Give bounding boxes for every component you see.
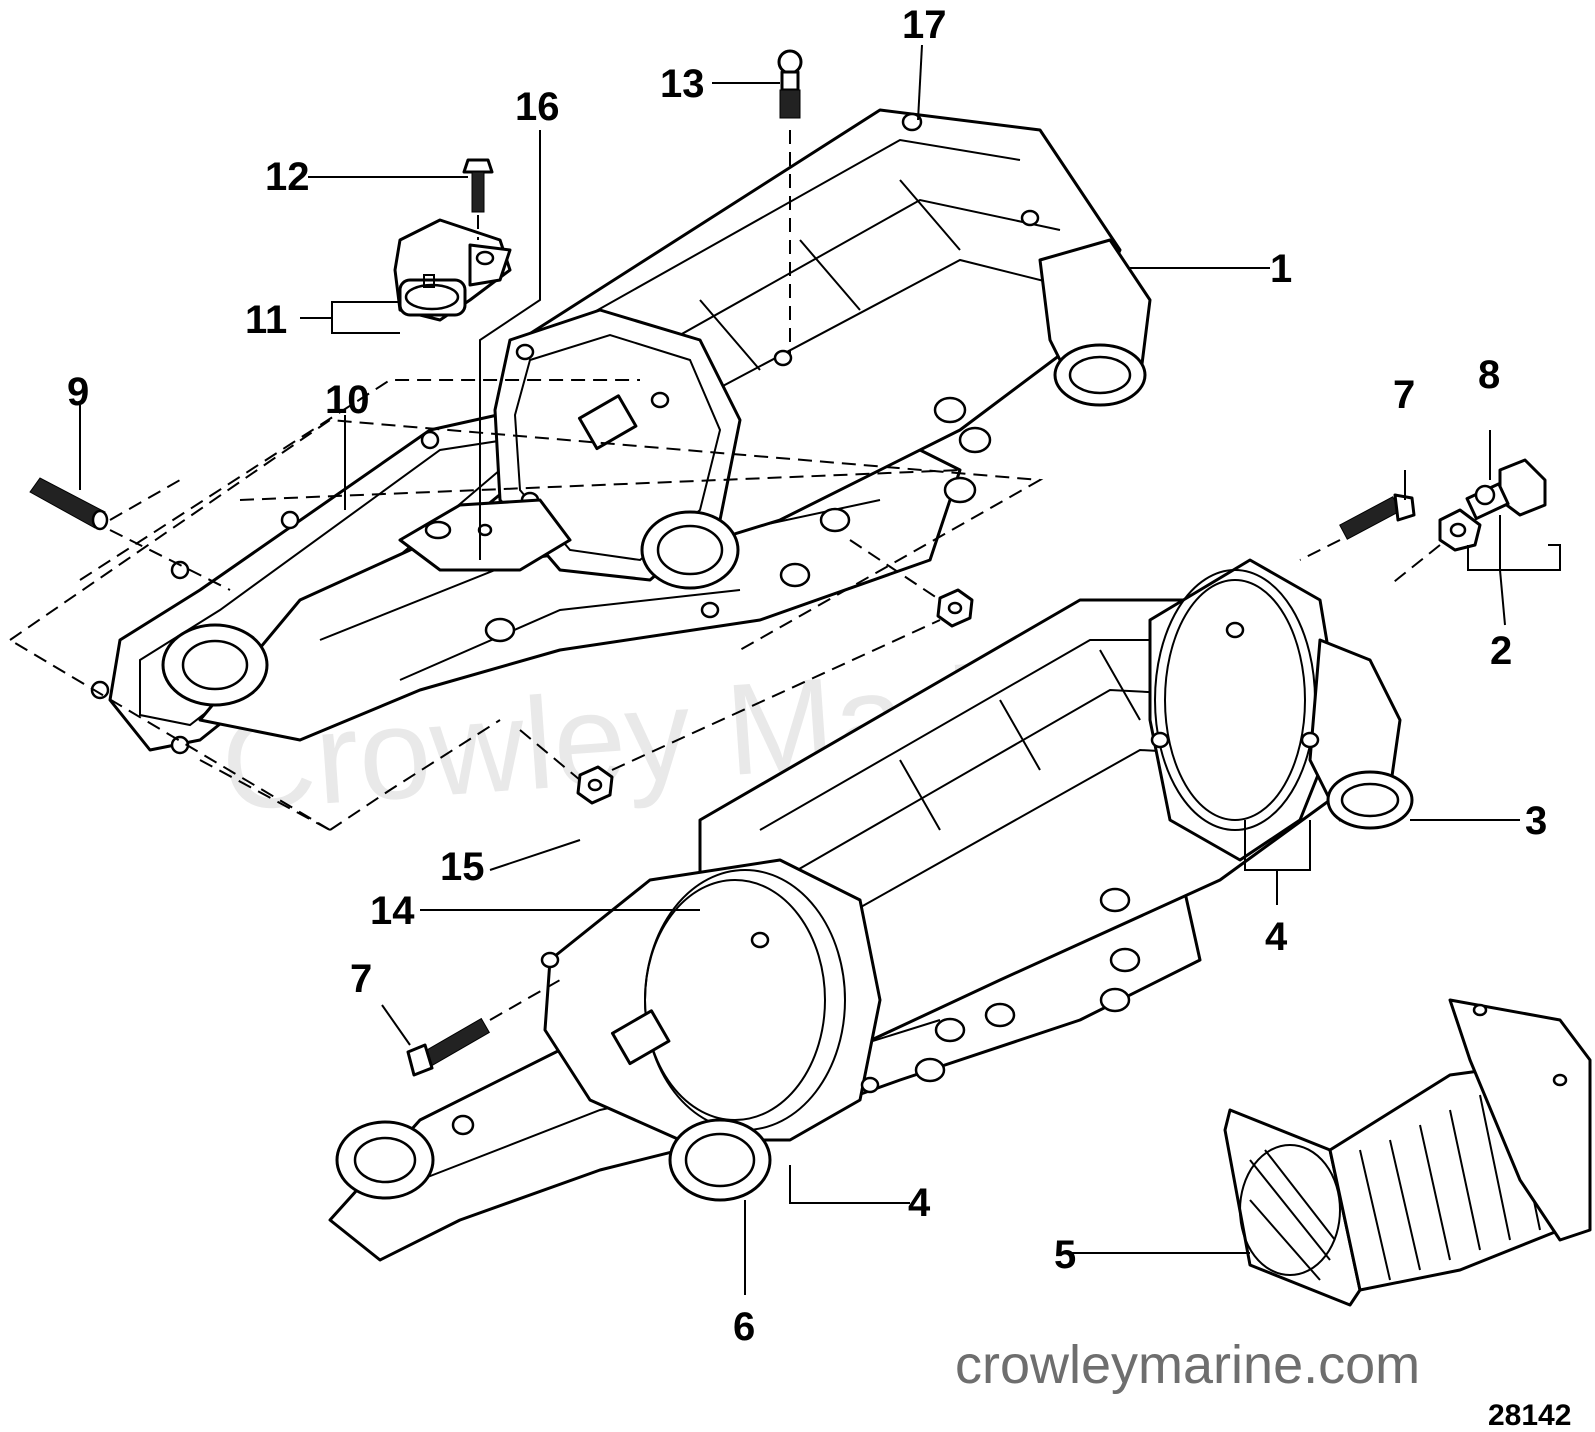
callout-12: 12 — [265, 155, 310, 199]
intercooler-core — [1223, 998, 1592, 1307]
callout-15: 15 — [440, 845, 485, 889]
callout-16: 16 — [515, 85, 560, 129]
site-label: crowleymarine.com — [955, 1335, 1420, 1395]
figure-number: 28142 — [1488, 1399, 1571, 1432]
callout-4-lower: 4 — [908, 1181, 931, 1225]
temp-sensor-8 — [1389, 458, 1547, 586]
callout-9: 9 — [67, 370, 89, 414]
stud-13 — [777, 49, 803, 355]
nut-15-lower — [519, 619, 941, 805]
front-end-cover — [543, 858, 882, 1142]
stud-9 — [29, 477, 231, 591]
callout-7-right: 7 — [1393, 373, 1415, 417]
bolt-12 — [462, 158, 494, 240]
callout-5: 5 — [1054, 1233, 1076, 1277]
callout-8: 8 — [1478, 353, 1500, 397]
lower-supercharger-assembly — [328, 558, 1414, 1262]
callout-3: 3 — [1525, 799, 1547, 843]
nut-15-upper — [849, 539, 974, 628]
callout-7-left: 7 — [350, 957, 372, 1001]
callout-10: 10 — [325, 378, 370, 422]
callout-6: 6 — [733, 1305, 755, 1349]
callout-13: 13 — [660, 62, 705, 106]
callout-11: 11 — [245, 298, 287, 342]
bolt-7-lower — [406, 979, 561, 1077]
callout-17: 17 — [902, 3, 947, 47]
callout-2: 2 — [1490, 629, 1512, 673]
bolt-7-upper — [1299, 493, 1416, 561]
callout-14: 14 — [370, 889, 415, 933]
map-sensor — [393, 218, 512, 322]
rear-end-cover — [1148, 558, 1342, 862]
callout-4-right: 4 — [1265, 915, 1288, 959]
callout-1: 1 — [1270, 247, 1292, 291]
upper-intake-assembly — [9, 108, 1152, 831]
